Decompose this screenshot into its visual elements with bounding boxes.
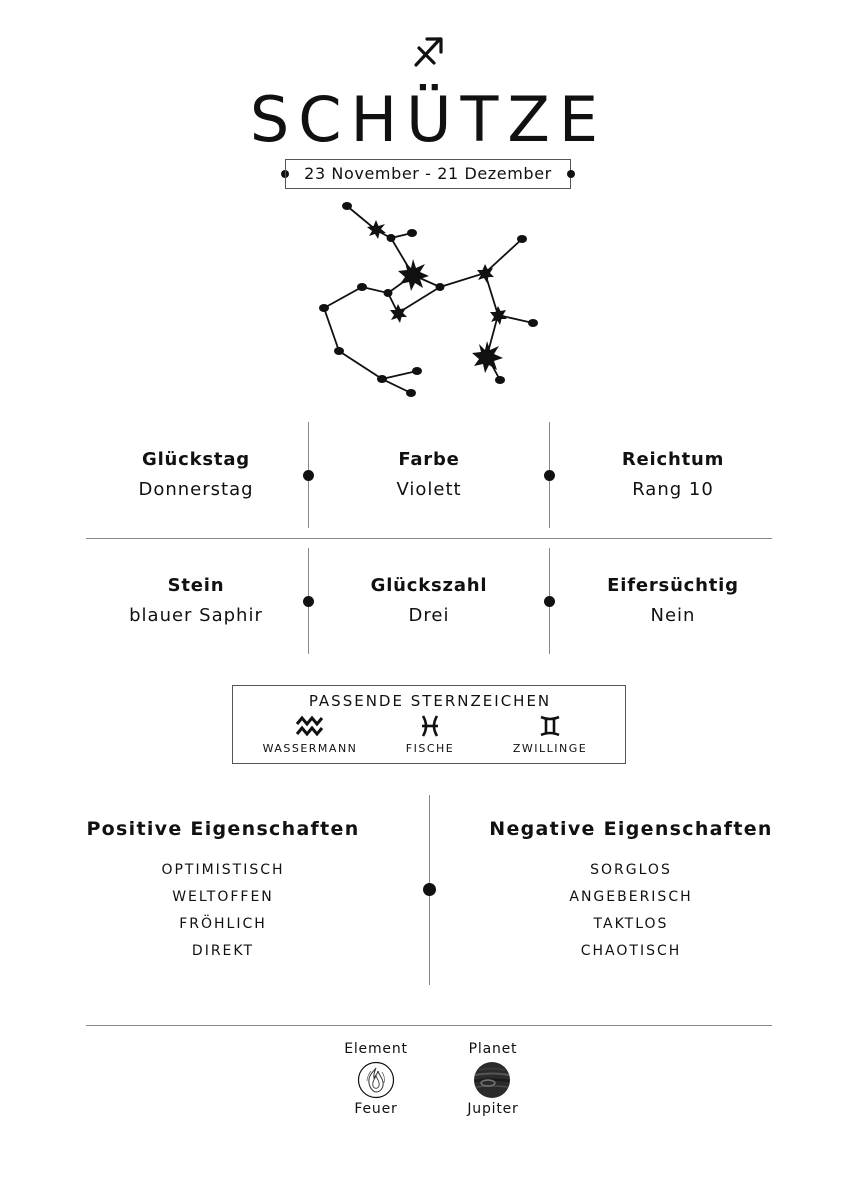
list-item: ANGEBERISCH <box>569 889 693 905</box>
attr-label: Eifersüchtig <box>607 575 739 596</box>
positive-traits-title: Positive Eigenschaften <box>86 818 360 840</box>
attr-farbe: Farbe Violett <box>329 446 529 506</box>
divider-dot <box>303 596 314 607</box>
divider-dot <box>544 596 555 607</box>
attr-value: Nein <box>650 605 696 626</box>
list-item: DIREKT <box>191 943 255 959</box>
attr-label: Reichtum <box>621 449 725 470</box>
date-range: 23 November - 21 Dezember <box>285 159 571 189</box>
attr-value: Donnerstag <box>138 479 254 500</box>
date-right-dot <box>567 170 575 178</box>
negative-traits-list: SORGLOS ANGEBERISCH TAKTLOS CHAOTISCH <box>451 857 811 965</box>
list-item: FRÖHLICH <box>179 916 267 932</box>
list-item: CHAOTISCH <box>580 943 682 959</box>
match-sign-name: FISCHE <box>405 742 455 755</box>
element-label: Element <box>344 1041 408 1057</box>
attr-glueckstag: Glückstag Donnerstag <box>96 446 296 506</box>
match-sign-pisces: FISCHE <box>365 714 495 755</box>
attr-value: blauer Saphir <box>129 605 263 626</box>
match-sign-name: WASSERMANN <box>262 742 358 755</box>
attr-label: Stein <box>167 575 225 596</box>
gemini-icon <box>540 715 560 737</box>
sagittarius-symbol-icon <box>414 37 443 67</box>
sagittarius-constellation-icon <box>319 202 538 397</box>
attr-label: Farbe <box>398 449 460 470</box>
match-sign-gemini: ZWILLINGE <box>485 714 615 755</box>
positive-traits-list: OPTIMISTISCH WELTOFFEN FRÖHLICH DIREKT <box>43 857 403 965</box>
pisces-icon <box>421 715 439 737</box>
page-title: SCHÜTZE <box>249 83 608 156</box>
element-value: Feuer <box>354 1101 398 1117</box>
attr-value: Rang 10 <box>632 479 714 500</box>
list-item: SORGLOS <box>590 862 672 878</box>
match-sign-aquarius: WASSERMANN <box>245 714 375 755</box>
jupiter-planet-icon <box>474 1062 510 1098</box>
planet-label: Planet <box>468 1041 518 1057</box>
list-item: OPTIMISTISCH <box>161 862 285 878</box>
traits-divider-dot <box>423 883 436 896</box>
attr-value: Violett <box>396 479 462 500</box>
negative-traits-title: Negative Eigenschaften <box>489 818 773 840</box>
matching-signs-title: PASSENDE STERNZEICHEN <box>308 692 552 710</box>
attr-label: Glückstag <box>142 449 250 470</box>
attr-label: Glückszahl <box>370 575 488 596</box>
attr-eifersuechtig: Eifersüchtig Nein <box>573 572 773 632</box>
aquarius-icon <box>295 715 324 737</box>
match-sign-name: ZWILLINGE <box>512 742 588 755</box>
attr-reichtum: Reichtum Rang 10 <box>573 446 773 506</box>
list-item: WELTOFFEN <box>172 889 274 905</box>
attr-glueckszahl: Glückszahl Drei <box>329 572 529 632</box>
fire-element-icon <box>357 1061 395 1099</box>
planet-value: Jupiter <box>467 1101 519 1117</box>
matching-signs-box: PASSENDE STERNZEICHEN WASSERMANN FISCHE … <box>232 685 626 764</box>
horizontal-divider <box>86 538 772 539</box>
list-item: TAKTLOS <box>593 916 669 932</box>
divider-dot <box>544 470 555 481</box>
divider-dot <box>303 470 314 481</box>
attr-value: Drei <box>408 605 450 626</box>
footer-divider <box>86 1025 772 1026</box>
attr-stein: Stein blauer Saphir <box>96 572 296 632</box>
